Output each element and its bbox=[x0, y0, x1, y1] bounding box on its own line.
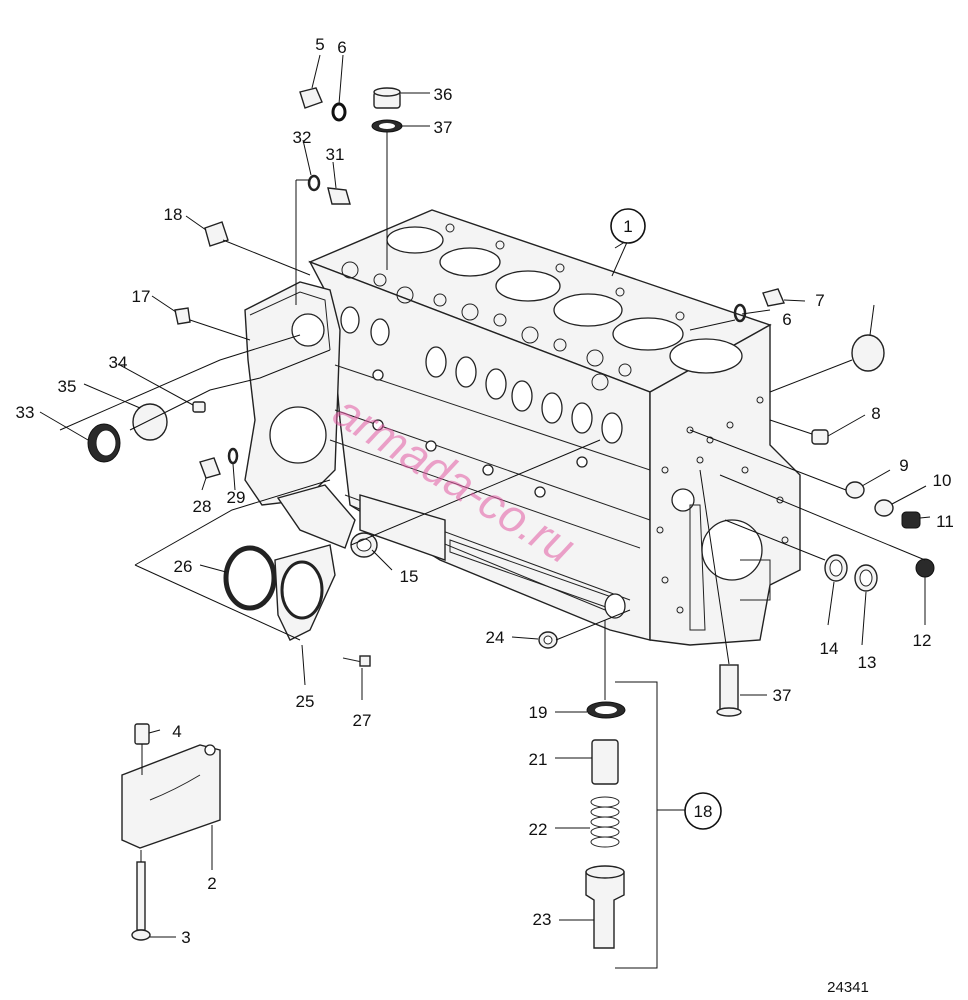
callout-6-right: 6 bbox=[782, 310, 791, 329]
callout-23: 24 bbox=[486, 628, 505, 647]
callout-7: 7 bbox=[815, 291, 824, 310]
svg-text:18: 18 bbox=[694, 802, 713, 821]
callout-20: 21 bbox=[529, 750, 548, 769]
callout-17: 18 bbox=[164, 205, 183, 224]
callout-26: 27 bbox=[353, 711, 372, 730]
callout-6-top: 6 bbox=[337, 38, 346, 57]
callout-21: 22 bbox=[529, 820, 548, 839]
callout-13: 13 bbox=[858, 653, 877, 672]
callout-28: 29 bbox=[227, 488, 246, 507]
callout-35: 37 bbox=[434, 118, 453, 137]
callout-34: 36 bbox=[434, 85, 453, 104]
callout-10: 10 bbox=[933, 471, 952, 490]
callout-19: 19 bbox=[529, 703, 548, 722]
callout-9: 9 bbox=[899, 456, 908, 475]
callout-2: 2 bbox=[207, 874, 216, 893]
callout-33: 35 bbox=[58, 377, 77, 396]
callout-11: 11 bbox=[936, 512, 954, 531]
callout-25: 26 bbox=[174, 557, 193, 576]
callout-14: 14 bbox=[820, 639, 839, 658]
callout-3: 3 bbox=[181, 928, 190, 947]
callout-29: 31 bbox=[326, 145, 345, 164]
callout-32: 34 bbox=[109, 353, 128, 372]
svg-text:1: 1 bbox=[623, 217, 632, 236]
callout-15: 15 bbox=[400, 567, 419, 586]
parts bbox=[87, 87, 935, 949]
callout-5: 5 bbox=[315, 35, 324, 54]
callout-30: 32 bbox=[293, 128, 312, 147]
leader-lines bbox=[39, 54, 931, 969]
callout-24: 25 bbox=[296, 692, 315, 711]
reference-number: 24341 bbox=[827, 979, 869, 996]
callout-4: 4 bbox=[172, 722, 181, 741]
callout-16: 17 bbox=[132, 287, 151, 306]
callout-12: 12 bbox=[913, 631, 932, 650]
callout-31: 33 bbox=[16, 403, 35, 422]
callout-27: 28 bbox=[193, 497, 212, 516]
circled-callout-1: 1 bbox=[610, 208, 646, 244]
circled-callout-18: 18 bbox=[684, 792, 722, 830]
callout-labels: 5 6 36 37 32 31 18 17 34 35 33 28 29 7 6… bbox=[16, 35, 954, 947]
callout-22: 23 bbox=[533, 910, 552, 929]
callout-8: 8 bbox=[871, 404, 880, 423]
engine-block bbox=[244, 209, 801, 646]
callout-36: 37 bbox=[773, 686, 792, 705]
